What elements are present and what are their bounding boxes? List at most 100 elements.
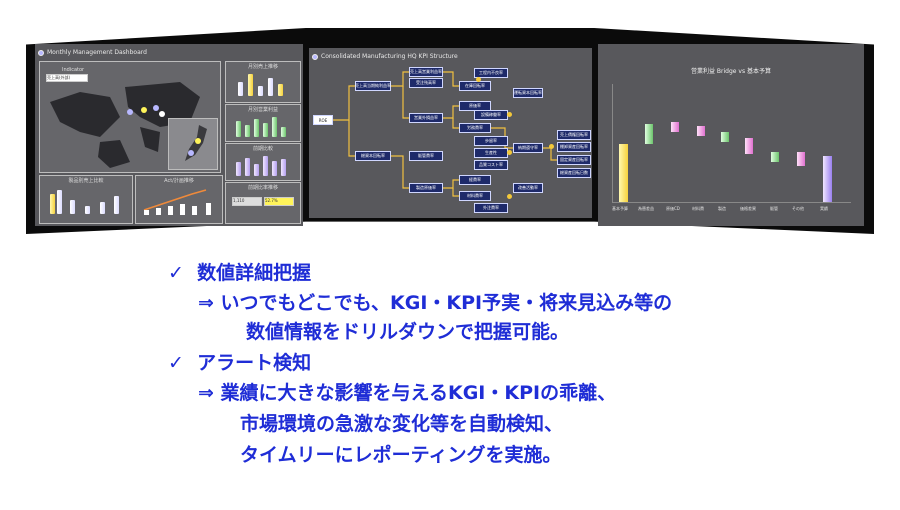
alert-dot-icon bbox=[507, 150, 512, 155]
kpi-node[interactable]: 労務費率 bbox=[459, 123, 491, 133]
feature-item-2-line-3: タイムリーにレポーティングを実施。 bbox=[240, 444, 562, 466]
chart-title: 営業利益 Bridge vs 基本予算 bbox=[691, 68, 771, 75]
bar bbox=[245, 125, 250, 137]
kpi-node[interactable]: 製造原価率 bbox=[409, 183, 443, 193]
kpi-structure-screen[interactable]: Consolidated Manufacturing HQ KPI Struct… bbox=[309, 48, 592, 218]
kpi-node[interactable]: 棚卸資産回転率 bbox=[557, 142, 591, 152]
kpi-node[interactable]: 外注費率 bbox=[474, 203, 508, 213]
bar bbox=[281, 127, 286, 137]
value-box: 1,110 bbox=[232, 197, 262, 206]
comparison-panel[interactable]: 前期比較 bbox=[225, 143, 301, 181]
world-map-panel[interactable]: Indicator 売上高(外部) bbox=[39, 61, 221, 173]
feature-item-2-line-1: ⇒ 業績に大きな影響を与えるKGI・KPIの乖離、 bbox=[198, 382, 617, 404]
kpi-node[interactable]: 受注残高率 bbox=[409, 78, 443, 88]
feature-title: アラート検知 bbox=[197, 352, 312, 374]
x-label: 販管 bbox=[770, 206, 778, 211]
ratio-panel[interactable]: 前期比率推移 1,110 52.7% bbox=[225, 182, 301, 224]
kpi-node[interactable]: 在庫回転率 bbox=[459, 81, 491, 91]
kpi-node[interactable]: 設備稼働率 bbox=[474, 110, 508, 120]
indicator-select[interactable]: 売上高(外部) bbox=[46, 74, 88, 82]
bar bbox=[100, 202, 105, 214]
alert-dot-icon bbox=[476, 77, 481, 82]
dashboard-screen-monthly[interactable]: Monthly Management Dashboard Indicator 売… bbox=[35, 44, 303, 226]
x-label: その他 bbox=[792, 206, 804, 211]
kpi-tree-connectors bbox=[329, 71, 557, 197]
kpi-node[interactable]: 経費率 bbox=[459, 175, 491, 185]
kpi-node[interactable]: 歩留率 bbox=[474, 136, 508, 146]
bar bbox=[263, 123, 268, 137]
bar bbox=[50, 194, 55, 214]
screen-title: Consolidated Manufacturing HQ KPI Struct… bbox=[321, 53, 458, 60]
feature-item-2-line-2: 市場環境の急激な変化等を自動検知、 bbox=[240, 413, 564, 435]
panel-title: Act/計画推移 bbox=[164, 178, 194, 184]
panel-title: 前期比率推移 bbox=[247, 185, 278, 191]
checkmark-icon: ✓ bbox=[168, 262, 184, 284]
x-label: 価格差異 bbox=[740, 206, 756, 211]
kpi-node[interactable]: 材料費率 bbox=[459, 191, 491, 201]
bar bbox=[70, 200, 75, 214]
bar bbox=[268, 78, 273, 96]
panel-title: 前期比較 bbox=[252, 146, 273, 152]
kpi-node[interactable]: 運転資本回転率 bbox=[513, 88, 543, 98]
profit-panel[interactable]: 月別営業利益 bbox=[225, 104, 301, 142]
bar-chart bbox=[234, 115, 292, 137]
bar bbox=[245, 158, 250, 176]
kpi-node[interactable]: 売上高当期純利益率 bbox=[355, 81, 391, 91]
bridge-bar bbox=[797, 152, 805, 166]
kpi-node[interactable]: 品質コスト率 bbox=[474, 160, 508, 170]
kpi-node[interactable]: 固定資産回転率 bbox=[557, 155, 591, 165]
kpi-node[interactable]: 売上高営業利益率 bbox=[409, 67, 443, 77]
kpi-node[interactable]: 工程内不良率 bbox=[474, 68, 508, 78]
feature-item-1-line-2: 数値情報をドリルダウンで把握可能。 bbox=[246, 321, 570, 343]
kpi-node[interactable]: 改善活動率 bbox=[513, 183, 543, 193]
alert-dot-icon bbox=[507, 194, 512, 199]
bar bbox=[254, 164, 259, 176]
bar bbox=[248, 74, 253, 96]
x-label: 基本予算 bbox=[612, 206, 628, 211]
feature-title: 数値詳細把握 bbox=[197, 262, 312, 284]
kpi-node[interactable]: 売上債権回転率 bbox=[557, 130, 591, 140]
bridge-bar-actual bbox=[823, 156, 832, 202]
bridge-bar bbox=[721, 132, 729, 142]
value-box-highlight: 52.7% bbox=[264, 197, 294, 206]
bar bbox=[258, 86, 263, 96]
kpi-node[interactable]: 販管費率 bbox=[409, 151, 443, 161]
screen-icon bbox=[312, 53, 318, 60]
checkmark-icon: ✓ bbox=[168, 352, 184, 374]
alert-dot-icon bbox=[507, 112, 512, 117]
kpi-node[interactable]: 納期遵守率 bbox=[513, 143, 543, 153]
kpi-node[interactable]: 生産性 bbox=[474, 148, 508, 158]
bar bbox=[236, 121, 241, 137]
bar bbox=[85, 206, 90, 214]
feature-item-1-line-1: ⇒ いつでもどこでも、KGI・KPI予実・将来見込み等の bbox=[198, 292, 673, 314]
kpi-node[interactable]: 総資本回転率 bbox=[355, 151, 391, 161]
line-chart bbox=[143, 189, 211, 215]
bar bbox=[238, 82, 243, 96]
bridge-chart-area bbox=[612, 84, 851, 203]
panel-title: 製品別売上比較 bbox=[68, 178, 104, 184]
sales-trend-panel[interactable]: 月別売上推移 bbox=[225, 61, 301, 103]
bar bbox=[57, 190, 62, 214]
panel-title: 月別営業利益 bbox=[247, 107, 278, 113]
bridge-bar bbox=[645, 124, 653, 144]
bridge-bar-budget bbox=[619, 144, 628, 202]
bar bbox=[272, 117, 277, 137]
kpi-node-root[interactable]: ROE bbox=[313, 115, 333, 125]
bar bbox=[281, 159, 286, 176]
act-plan-panel[interactable]: Act/計画推移 bbox=[135, 175, 223, 224]
bar bbox=[236, 162, 241, 176]
profit-bridge-screen[interactable]: 営業利益 Bridge vs 基本予算 基本予算 為替差益 原価CD 材料費 製… bbox=[598, 44, 864, 226]
bar bbox=[114, 196, 119, 214]
bar-chart bbox=[48, 188, 124, 214]
screen-header: Consolidated Manufacturing HQ KPI Struct… bbox=[312, 51, 458, 62]
product-sales-panel[interactable]: 製品別売上比較 bbox=[39, 175, 133, 224]
kpi-node[interactable]: 営業外損益率 bbox=[409, 113, 443, 123]
feature-item-2-title: ✓ アラート検知 bbox=[168, 348, 311, 375]
bar bbox=[254, 119, 259, 137]
x-label: 製造 bbox=[718, 206, 726, 211]
x-label: 材料費 bbox=[692, 206, 704, 211]
kpi-node[interactable]: 総資産回転日数 bbox=[557, 168, 591, 178]
japan-map-icon bbox=[185, 125, 207, 161]
x-label: 原価CD bbox=[666, 206, 680, 211]
bridge-bar bbox=[771, 152, 779, 162]
